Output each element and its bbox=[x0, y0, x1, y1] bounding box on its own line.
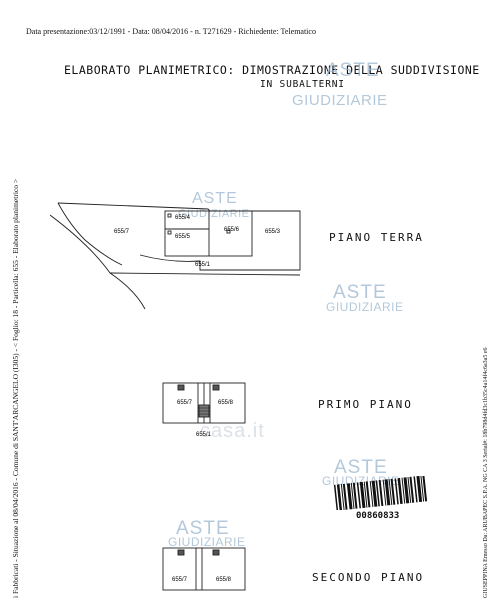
unit-label: 655/3 bbox=[265, 229, 281, 235]
unit-label: 655/1 bbox=[196, 432, 212, 438]
document-subtitle: IN SUBALTERNI bbox=[260, 79, 345, 90]
first-floor-plan: 655/7 655/8 655/1 bbox=[162, 382, 246, 438]
watermark-aste: ASTE bbox=[333, 282, 387, 303]
barcode bbox=[333, 476, 428, 510]
unit-label: 655/8 bbox=[218, 400, 234, 406]
unit-label: 655/4 bbox=[175, 215, 191, 221]
watermark-casa: casa.it bbox=[200, 420, 265, 442]
unit-label: 655/7 bbox=[172, 577, 188, 583]
watermark-giudiziarie: GIUDIZIARIE bbox=[326, 300, 404, 314]
second-floor-plan: 655/7 655/8 bbox=[162, 547, 246, 591]
unit-label: 655/8 bbox=[216, 577, 232, 583]
barcode-number: 00860833 bbox=[356, 511, 400, 521]
document-title: ELABORATO PLANIMETRICO: DIMOSTRAZIONE DE… bbox=[64, 63, 480, 77]
header-info: Data presentazione:03/12/1991 - Data: 08… bbox=[26, 27, 316, 36]
watermark-giudiziarie: GIUDIZIARIE bbox=[168, 535, 246, 549]
unit-label: 655/7 bbox=[177, 400, 193, 406]
unit-label: 655/6 bbox=[224, 227, 240, 233]
floor-label-primo-piano: PRIMO PIANO bbox=[318, 398, 413, 411]
floor-label-secondo-piano: SECONDO PIANO bbox=[312, 571, 425, 584]
watermark-aste: ASTE bbox=[334, 457, 388, 478]
unit-label: 655/1 bbox=[195, 262, 211, 268]
right-margin-text: GIUSEPPINA Emesso Da: ARUBAPEC S.P.A. NG… bbox=[483, 347, 489, 599]
watermark-giudiziarie: GIUDIZIARIE bbox=[292, 92, 388, 109]
floor-label-piano-terra: PIANO TERRA bbox=[329, 231, 424, 244]
watermark-aste: ASTE bbox=[192, 190, 238, 207]
unit-label: 655/5 bbox=[175, 234, 191, 240]
watermark-aste: ASTE bbox=[326, 60, 380, 81]
unit-label: 655/7 bbox=[114, 229, 130, 235]
watermark-aste: ASTE bbox=[176, 518, 230, 539]
left-margin-text: i Fabbricati - Situazione al 08/04/2016 … bbox=[11, 178, 20, 598]
ground-floor-plan: 655/7 655/4 655/5 655/6 655/3 655/1 bbox=[50, 202, 301, 310]
